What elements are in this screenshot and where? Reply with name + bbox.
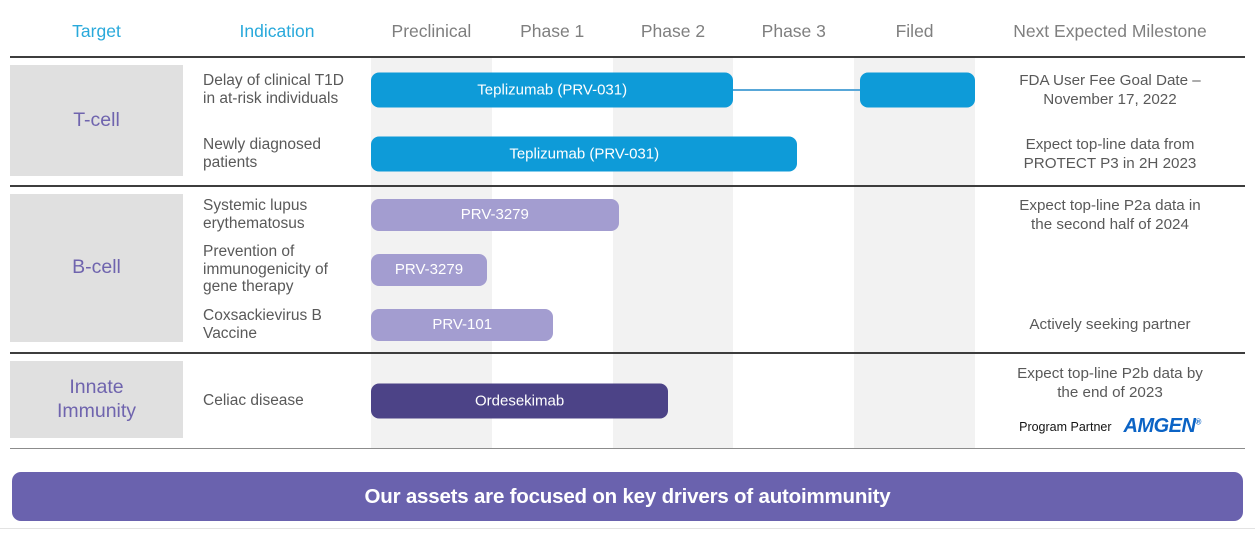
pipeline-bar: Teplizumab (PRV-031) [371,136,798,172]
indication-label: Prevention of immunogenicity of gene the… [203,243,328,296]
pipeline-bar: PRV-3279 [371,253,487,286]
milestone-cell: Expect top-line P2a data in the second h… [975,196,1245,234]
section-divider-1 [10,185,1245,187]
banner: Our assets are focused on key drivers of… [12,472,1243,521]
header-row: Target Indication Preclinical Phase 1 Phase … [10,10,1245,52]
indication-label: Delay of clinical T1D in at-risk individ… [203,72,344,107]
pipeline-bar: Ordesekimab [371,383,669,419]
indication-label: Systemic lupus erythematosus [203,196,308,232]
program-partner-label: Program Partner [1019,419,1112,434]
header-phase-1: Phase 1 [520,20,585,41]
phase-lane: PRV-101 [371,297,975,352]
header-target: Target [72,20,121,41]
pipeline-bar: Teplizumab (PRV-031) [371,72,734,108]
milestone-cell: FDA User Fee Goal Date – November 17, 20… [975,71,1245,109]
milestone-text: FDA User Fee Goal Date – November 17, 20… [1019,72,1201,108]
section-rows: Celiac disease Ordesekimab Expect top-line… [183,354,1245,448]
pipeline-row: Prevention of immunogenicity of gene the… [183,242,1245,297]
milestone-cell: Expect top-line data from PROTECT P3 in … [975,135,1245,173]
header-indication: Indication [239,20,315,41]
section-innate-immunity: Innate Immunity Celiac disease Ordesekimab… [10,354,1245,448]
indication-label: Celiac disease [203,392,304,410]
milestone-cell: Actively seeking partner [975,315,1245,334]
indication-label: Newly diagnosed patients [203,136,322,171]
target-box: Innate Immunity [10,361,183,438]
target-cell: Innate Immunity [10,354,183,448]
target-cell: T-cell [10,58,183,186]
amgen-logo: AMGEN® [1123,415,1202,437]
pipeline-row: Systemic lupus erythematosus PRV-3279 Expe… [183,187,1245,242]
page-bottom-rule [0,528,1255,529]
milestone-text: Expect top-line P2b data by the end of 2… [1017,365,1203,401]
milestone-text: Expect top-line P2a data in the second h… [1019,196,1201,233]
milestone-text: Actively seeking partner [1029,316,1191,333]
phase-lane: Teplizumab (PRV-031) [371,122,975,186]
target-box: B-cell [10,194,183,342]
section-t-cell: T-cell Delay of clinical T1D in at-risk i… [10,58,1245,186]
target-cell: B-cell [10,187,183,352]
header-phase-4: Filed [895,20,934,41]
section-divider-3 [10,448,1245,449]
phase-lane: PRV-3279 [371,187,975,242]
pipeline-row: Celiac disease Ordesekimab Expect top-line… [183,354,1245,448]
phase-lane: Teplizumab (PRV-031) [371,58,975,122]
banner-text: Our assets are focused on key drivers of… [364,484,891,508]
pipeline-row: Newly diagnosed patients Teplizumab (PRV-… [183,122,1245,186]
section-divider-2 [10,352,1245,354]
header-phase-3: Phase 3 [761,20,826,41]
filed-connector-line [733,89,861,91]
header-phase-0: Preclinical [391,20,472,41]
pipeline-row: Coxsackievirus B Vaccine PRV-101 Actively … [183,297,1245,352]
pipeline-row: Delay of clinical T1D in at-risk individ… [183,58,1245,122]
milestone-text: Expect top-line data from PROTECT P3 in … [1023,136,1197,172]
program-partner: Program Partner AMGEN® [1019,415,1201,438]
target-box: T-cell [10,65,183,176]
section-rows: Delay of clinical T1D in at-risk individ… [183,58,1245,186]
phase-lane: Ordesekimab [371,354,975,448]
phase-lane: PRV-3279 [371,242,975,297]
milestone-cell: Expect top-line P2b data by the end of 2… [975,364,1245,438]
filed-bar [860,72,975,108]
header-divider [10,56,1245,58]
pipeline-bar: PRV-3279 [371,198,619,231]
pipeline-bar: PRV-101 [371,308,554,341]
phase-column-bands [371,58,975,449]
header-phase-2: Phase 2 [640,20,706,41]
column-band-filed [854,58,975,449]
indication-label: Coxsackievirus B Vaccine [203,306,322,342]
header-milestone: Next Expected Milestone [1013,20,1207,41]
